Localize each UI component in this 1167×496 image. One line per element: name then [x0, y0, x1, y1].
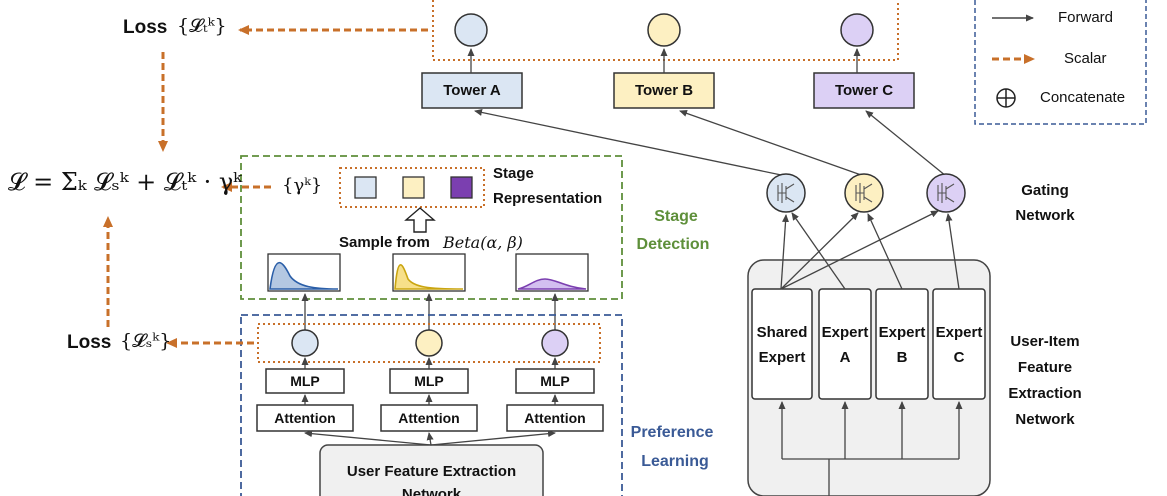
sample-up-arrow	[404, 207, 436, 233]
stage-detection-title-line1: Stage	[654, 208, 698, 225]
tower-c-box	[813, 72, 915, 109]
attention-label-a: Attention	[274, 410, 336, 426]
user-feature-network-line2: Network	[401, 486, 462, 496]
mlp-box-c	[515, 368, 595, 394]
output-node-c	[840, 13, 874, 47]
gate-node-c	[926, 173, 966, 213]
pref-node-a	[291, 329, 319, 357]
tower-b-label: Tower B	[634, 82, 694, 99]
stage-detection-title-line2: Detection	[636, 236, 710, 253]
mlp-label-a: MLP	[290, 373, 320, 389]
shared-expert-line1: Shared	[756, 324, 808, 341]
preference-learning-title-line1: Preference	[630, 424, 714, 441]
loss-s-expr: {𝓛ₛᵏ}	[120, 330, 172, 352]
gamma-set: {γᵏ}	[282, 175, 323, 196]
expert-c-line2: C	[953, 349, 965, 366]
preference-learning-title-line2: Learning	[641, 453, 709, 470]
attention-label-b: Attention	[398, 410, 460, 426]
shared-expert-box	[751, 288, 813, 400]
legend-forward-label: Forward	[1058, 9, 1114, 26]
tower-c-label: Tower C	[834, 82, 894, 99]
stage-representation-line1: Stage	[493, 165, 534, 182]
user-item-line1: User-Item	[1010, 333, 1080, 350]
expert-a-line1: Expert	[821, 324, 869, 341]
preference-learning-border	[240, 314, 623, 496]
tower-a-box	[421, 72, 523, 109]
stage-rep-square-b	[402, 176, 425, 199]
tower-a-label: Tower A	[443, 82, 501, 99]
attention-box-b	[380, 404, 478, 432]
mlp-box-b	[389, 368, 469, 394]
expert-b-box	[875, 288, 929, 400]
stage-rep-square-a	[354, 176, 377, 199]
beta-plot-c	[515, 253, 589, 292]
mlp-label-c: MLP	[540, 373, 570, 389]
beta-plot-b	[392, 253, 466, 292]
user-feature-network-line1: User Feature Extraction	[346, 463, 517, 480]
mlp-label-b: MLP	[414, 373, 444, 389]
pref-node-b	[415, 329, 443, 357]
sample-from-label: Sample from	[339, 234, 430, 251]
user-item-line4: Network	[1015, 411, 1075, 428]
expert-c-box	[932, 288, 986, 400]
shared-expert-line2: Expert	[758, 349, 806, 366]
expert-b-line2: B	[896, 349, 908, 366]
attention-label-c: Attention	[524, 410, 586, 426]
legend-concatenate-label: Concatenate	[1040, 89, 1126, 106]
loss-t-word: Loss	[123, 17, 168, 38]
beta-plot-a	[267, 253, 341, 292]
gating-network-line1: Gating	[1021, 182, 1069, 199]
gating-network-line2: Network	[1015, 207, 1075, 224]
total-loss-formula: 𝓛 = Σₖ 𝓛ₛᵏ + 𝓛ₜᵏ · γᵏ	[8, 168, 242, 196]
output-group-border	[432, 0, 899, 61]
loss-s-word: Loss	[67, 332, 112, 353]
loss-t-expr: {𝓛ₜᵏ}	[177, 15, 227, 37]
expert-a-box	[818, 288, 872, 400]
mlp-box-a	[265, 368, 345, 394]
user-item-line2: Feature	[1017, 359, 1073, 376]
legend	[974, 0, 1147, 125]
gate-node-a	[766, 173, 806, 213]
stage-representation-line2: Representation	[493, 190, 603, 207]
output-node-b	[647, 13, 681, 47]
expert-c-line1: Expert	[935, 324, 983, 341]
pref-node-c	[541, 329, 569, 357]
expert-a-line2: A	[839, 349, 851, 366]
legend-scalar-label: Scalar	[1064, 50, 1107, 67]
output-node-a	[454, 13, 488, 47]
stage-representation-border	[339, 167, 485, 208]
stage-rep-square-c	[450, 176, 473, 199]
gate-node-b	[844, 173, 884, 213]
beta-distribution-label: Beta(α, β)	[443, 233, 523, 252]
user-item-line3: Extraction	[1008, 385, 1082, 402]
stage-detection-border	[240, 155, 623, 300]
concatenate-icon	[996, 88, 1016, 108]
expert-b-line1: Expert	[878, 324, 926, 341]
